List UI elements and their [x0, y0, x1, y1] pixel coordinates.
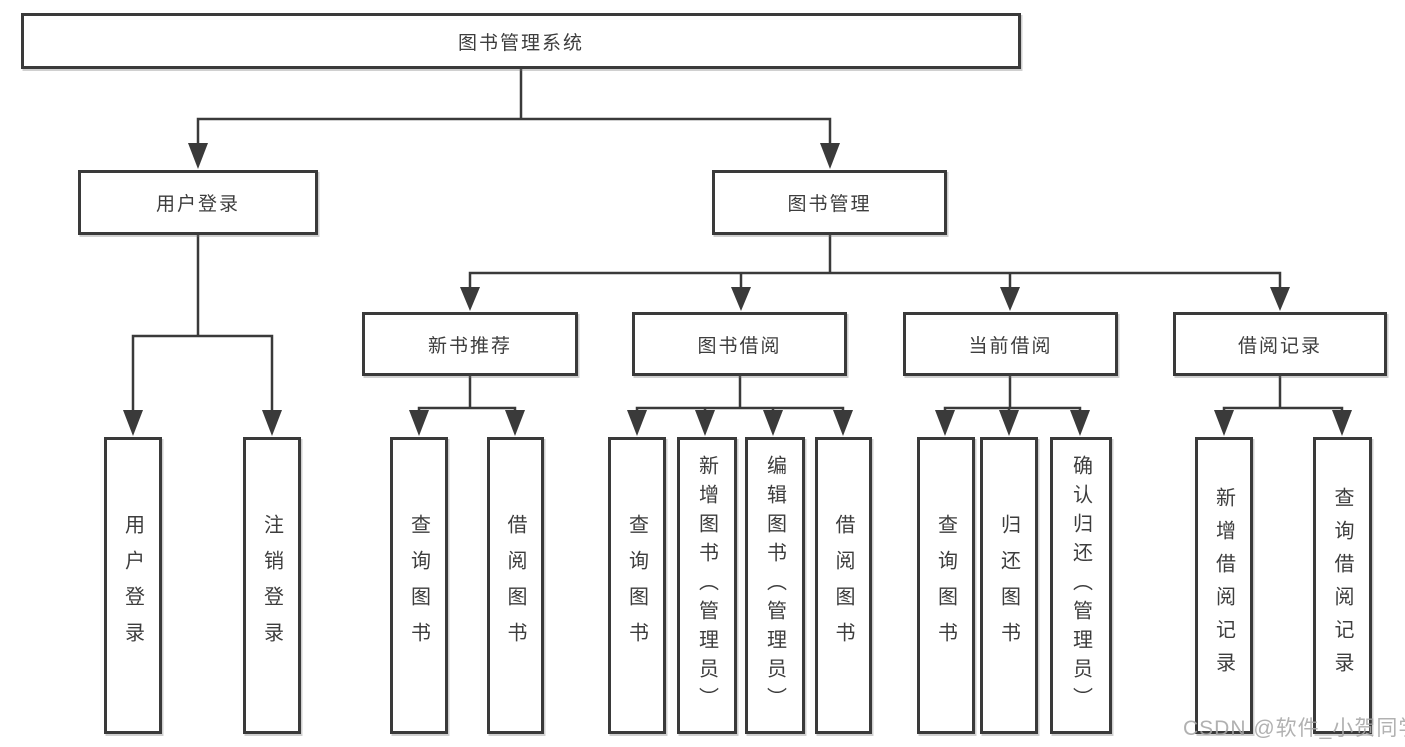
node-label: 用户登录	[121, 513, 144, 658]
node-label: 归还图书	[997, 513, 1020, 658]
connector-new-books-branch	[417, 376, 517, 414]
watermark: CSDN @软件_小贺同学	[1183, 717, 1405, 740]
arrowhead-icon	[460, 287, 480, 311]
connector-user-login-branch	[131, 235, 274, 414]
node-label: 注销登录	[260, 513, 283, 658]
node-leaf-query-books-3: 查询图书	[917, 437, 975, 734]
node-label: 新增借阅记录	[1212, 486, 1235, 685]
arrowhead-icon	[262, 410, 282, 436]
node-label: 编辑图书（管理员）	[763, 455, 786, 716]
connector-book-mgmt-branch	[468, 235, 1282, 290]
node-label: 新书推荐	[427, 335, 512, 357]
node-leaf-logout: 注销登录	[243, 437, 301, 734]
connector-book-borrow-branch	[635, 376, 845, 414]
arrowhead-icon	[1214, 410, 1234, 436]
node-label: 当前借阅	[968, 335, 1053, 357]
node-label: 图书管理	[787, 194, 872, 215]
node-current-borrow: 当前借阅	[903, 312, 1118, 376]
node-leaf-borrow-books-1: 借阅图书	[487, 437, 544, 734]
node-label: 查询图书	[625, 513, 648, 658]
node-book-mgmt: 图书管理	[712, 170, 947, 235]
node-leaf-add-books-admin: 新增图书（管理员）	[677, 437, 737, 734]
node-label: 新增图书（管理员）	[695, 455, 718, 716]
node-label: 确认归还（管理员）	[1069, 455, 1092, 716]
node-label: 查询图书	[934, 513, 957, 658]
connector-borrow-records-branch	[1222, 376, 1344, 414]
connector-root-to-level2	[196, 69, 832, 146]
node-label: 借阅图书	[504, 513, 526, 658]
node-leaf-confirm-return-admin: 确认归还（管理员）	[1050, 437, 1112, 734]
node-label: 图书借阅	[697, 335, 782, 357]
arrowhead-icon	[935, 410, 955, 436]
node-label: 借阅图书	[832, 513, 854, 658]
node-leaf-query-books-2: 查询图书	[608, 437, 666, 734]
arrowhead-icon	[1270, 287, 1290, 311]
node-label: 图书管理系统	[457, 32, 584, 54]
arrowhead-icon	[1000, 287, 1020, 311]
arrowhead-icon	[731, 287, 751, 311]
node-leaf-borrow-books-2: 借阅图书	[815, 437, 872, 734]
arrowhead-icon	[409, 410, 429, 436]
node-root: 图书管理系统	[21, 13, 1021, 69]
node-new-books: 新书推荐	[362, 312, 578, 376]
node-label: 查询借阅记录	[1331, 486, 1353, 685]
node-leaf-user-login: 用户登录	[104, 437, 162, 734]
node-leaf-query-books-1: 查询图书	[390, 437, 448, 734]
node-label: 查询图书	[407, 513, 430, 658]
node-leaf-edit-books-admin: 编辑图书（管理员）	[745, 437, 805, 734]
arrowhead-icon	[820, 143, 840, 169]
arrowhead-icon	[763, 410, 783, 436]
node-leaf-query-borrow-record: 查询借阅记录	[1313, 437, 1372, 734]
arrowhead-icon	[123, 410, 143, 436]
arrowhead-icon	[505, 410, 525, 436]
arrowhead-icon	[188, 143, 208, 169]
node-label: 用户登录	[155, 194, 240, 215]
node-book-borrow: 图书借阅	[632, 312, 847, 376]
node-label: 借阅记录	[1237, 335, 1322, 357]
arrowheads	[123, 143, 1352, 436]
node-user-login: 用户登录	[78, 170, 318, 235]
arrowhead-icon	[1070, 410, 1090, 436]
arrowhead-icon	[1332, 410, 1352, 436]
arrowhead-icon	[999, 410, 1019, 436]
node-leaf-add-borrow-record: 新增借阅记录	[1195, 437, 1253, 734]
connector-current-borrow-branch	[943, 376, 1082, 414]
node-borrow-records: 借阅记录	[1173, 312, 1387, 376]
node-leaf-return-books: 归还图书	[980, 437, 1038, 734]
arrowhead-icon	[833, 410, 853, 436]
arrowhead-icon	[627, 410, 647, 436]
arrowhead-icon	[695, 410, 715, 436]
